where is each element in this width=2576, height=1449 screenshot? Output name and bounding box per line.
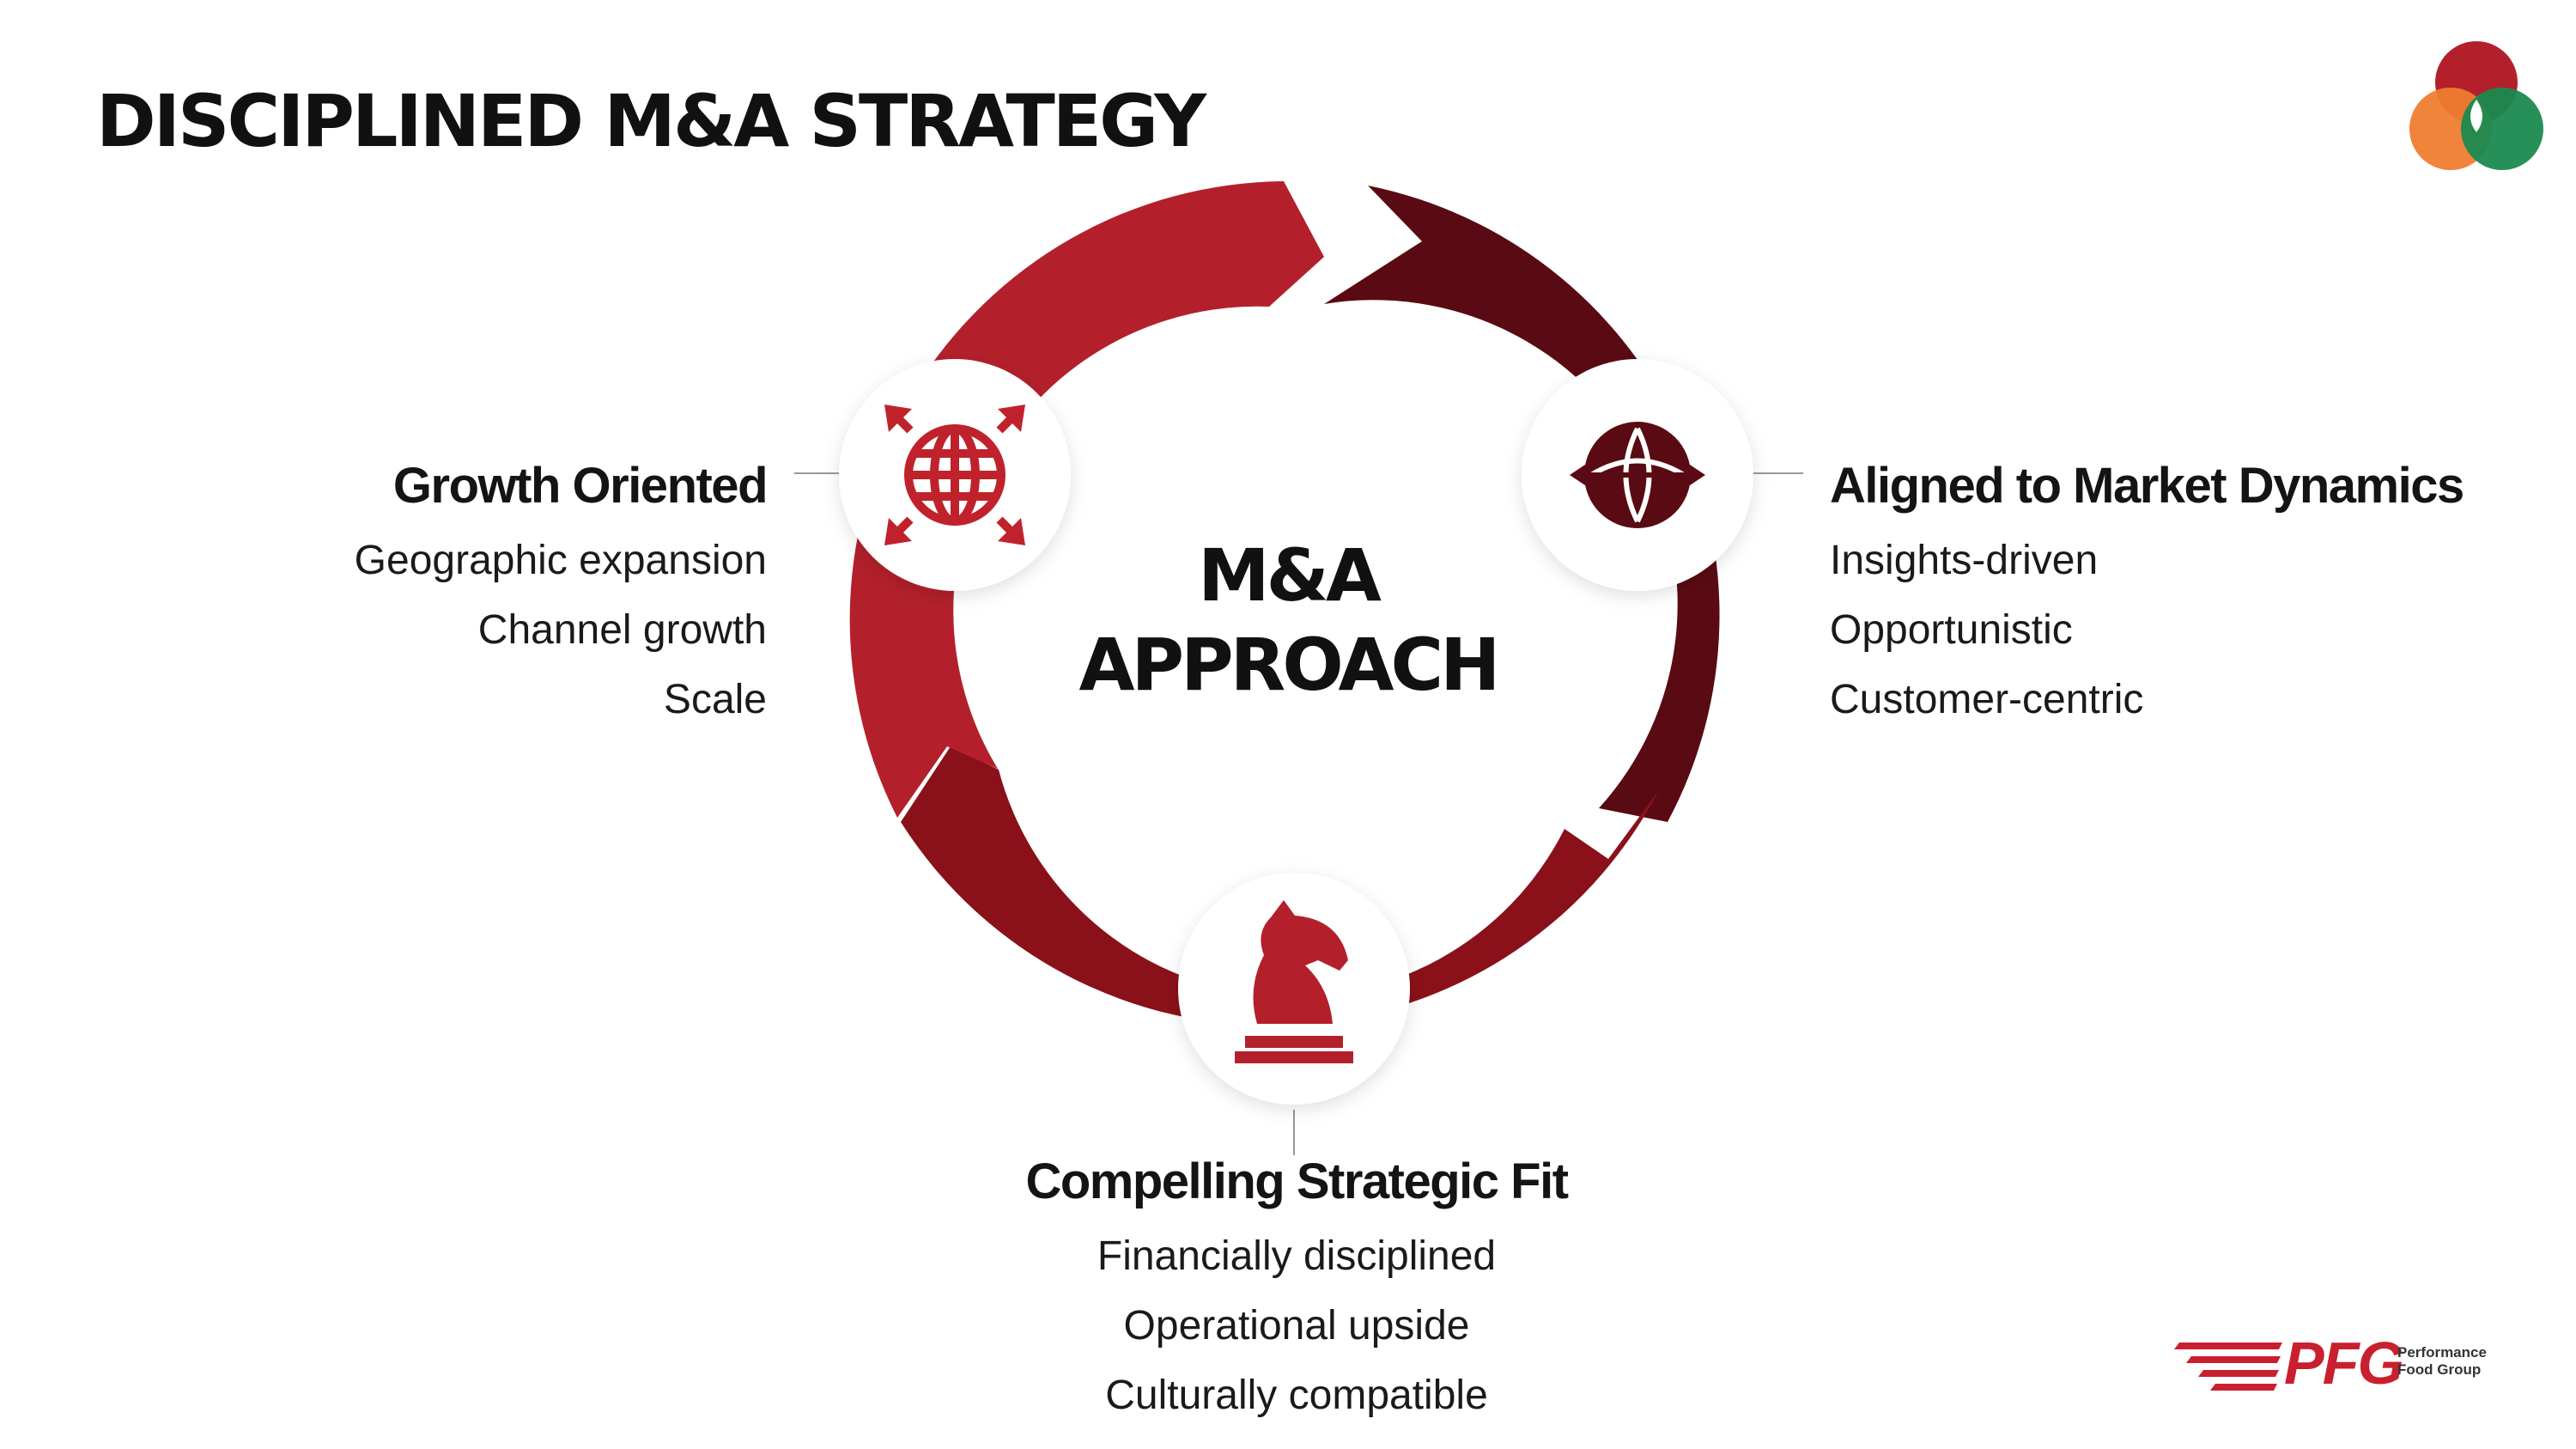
pillar-title: Aligned to Market Dynamics xyxy=(1830,458,2464,514)
pillar-compelling-strategic-fit: Compelling Strategic Fit Financially dis… xyxy=(953,1153,1640,1419)
globe-expand-icon xyxy=(890,410,1020,540)
center-label: M&A APPROACH xyxy=(945,531,1631,709)
page-title: DISCIPLINED M&A STRATEGY xyxy=(96,79,1206,163)
globe-arrows-icon xyxy=(1570,422,1705,528)
icon-badge-market xyxy=(1522,359,1753,591)
pillar-item: Insights-driven xyxy=(1830,538,2099,583)
pillar-title: Compelling Strategic Fit xyxy=(1025,1154,1569,1209)
icon-badge-growth xyxy=(839,359,1071,591)
icon-badge-fit xyxy=(1178,873,1410,1105)
pillar-item: Financially disciplined xyxy=(1097,1233,1497,1279)
pfg-company-name: Performance Food Group xyxy=(2397,1344,2487,1378)
pillar-item: Customer-centric xyxy=(1830,677,2144,722)
center-label-line2: APPROACH xyxy=(1078,623,1501,707)
venn-logo xyxy=(2409,41,2543,170)
arc-segment-top-right xyxy=(1324,186,1720,822)
pillar-item: Culturally compatible xyxy=(1105,1373,1488,1418)
pillar-item: Channel growth xyxy=(477,607,767,653)
chess-knight-icon xyxy=(1235,900,1353,1063)
pillar-aligned-to-market-dynamics: Aligned to Market Dynamics Insights-driv… xyxy=(1830,457,2464,723)
arc-segment-bottom xyxy=(901,746,1659,1026)
pillar-title: Growth Oriented xyxy=(392,458,769,514)
center-disc xyxy=(990,309,1598,917)
center-label-line1: M&A xyxy=(1198,533,1382,618)
pillar-item: Operational upside xyxy=(1123,1303,1470,1349)
pillar-growth-oriented: Growth Oriented Geographic expansion Cha… xyxy=(354,457,769,723)
pillar-item: Opportunistic xyxy=(1830,607,2073,653)
pillar-item: Scale xyxy=(663,677,767,722)
pillar-item: Geographic expansion xyxy=(354,538,767,583)
arc-segment-left xyxy=(849,181,1324,818)
pfg-wordmark: PFG xyxy=(2284,1330,2404,1397)
pfg-logo: PFG Performance Food Group xyxy=(2171,1327,2514,1404)
